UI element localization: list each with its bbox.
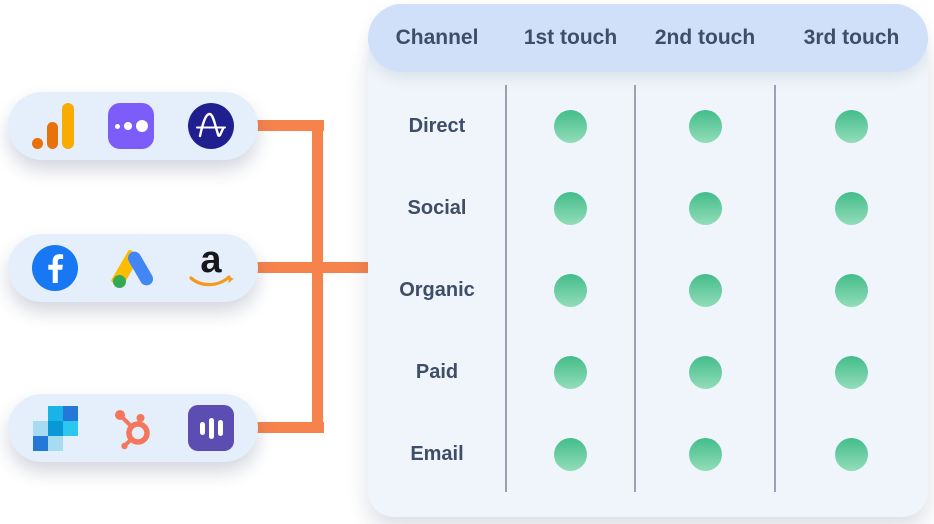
integration-group-analytics bbox=[8, 92, 258, 160]
amazon-letter: a bbox=[200, 239, 222, 281]
row-label: Direct bbox=[408, 114, 466, 137]
header-cell-3rd-touch: 3rd touch bbox=[803, 26, 900, 49]
table-row: Organic bbox=[368, 249, 928, 331]
touch-dot bbox=[835, 437, 868, 471]
google-ads-icon bbox=[110, 245, 156, 291]
touch-dot bbox=[554, 109, 587, 143]
facebook-icon bbox=[32, 245, 78, 291]
sound-bars-app-icon bbox=[188, 405, 234, 451]
connector-line-bottom bbox=[254, 422, 324, 433]
amazon-icon: a bbox=[188, 239, 234, 291]
header-cell-channel: Channel bbox=[395, 26, 479, 49]
connector-line-vertical bbox=[312, 120, 323, 433]
touch-dot bbox=[835, 273, 868, 307]
column-divider bbox=[505, 85, 507, 492]
touch-dot bbox=[688, 109, 722, 143]
touch-dot bbox=[835, 109, 868, 143]
column-divider bbox=[774, 85, 776, 492]
header-cell-1st-touch: 1st touch bbox=[523, 26, 618, 49]
touch-dot bbox=[688, 273, 722, 307]
table-row: Social bbox=[368, 167, 928, 249]
pixel-mosaic-icon bbox=[32, 405, 78, 451]
touch-dot bbox=[554, 437, 587, 471]
google-analytics-icon bbox=[32, 103, 74, 149]
table-row: Email bbox=[368, 413, 928, 495]
table-row: Paid bbox=[368, 331, 928, 413]
attribution-table: Direct Social Organic bbox=[368, 4, 928, 517]
row-label: Email bbox=[410, 442, 464, 465]
table-header: Channel 1st touch 2nd touch 3rd touch bbox=[368, 4, 928, 72]
touch-dot bbox=[554, 355, 587, 389]
table-body: Direct Social Organic bbox=[368, 40, 928, 517]
row-label: Social bbox=[407, 196, 467, 219]
touch-dot bbox=[688, 355, 722, 389]
touch-dot bbox=[835, 191, 868, 225]
column-divider bbox=[634, 85, 636, 492]
integration-group-marketing-tools bbox=[8, 394, 258, 462]
touch-dot bbox=[554, 273, 587, 307]
row-label: Organic bbox=[399, 278, 475, 301]
amplitude-icon bbox=[188, 103, 234, 149]
table-rows: Direct Social Organic bbox=[368, 85, 928, 495]
touch-dot bbox=[835, 355, 868, 389]
row-label: Paid bbox=[415, 360, 459, 383]
header-cell-2nd-touch: 2nd touch bbox=[654, 26, 756, 49]
integration-group-ad-platforms: a bbox=[8, 234, 258, 302]
hubspot-icon bbox=[110, 405, 156, 451]
touch-dot bbox=[554, 191, 587, 225]
touch-dot bbox=[688, 191, 722, 225]
three-dots-app-icon bbox=[108, 103, 154, 149]
connector-line-top bbox=[254, 120, 324, 131]
table-row: Direct bbox=[368, 85, 928, 167]
touch-dot bbox=[688, 437, 722, 471]
